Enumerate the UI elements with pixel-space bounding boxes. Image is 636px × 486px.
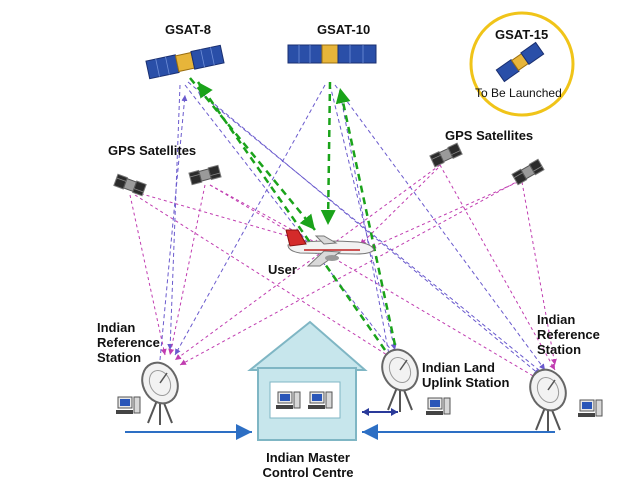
green-gsat8-user <box>189 77 316 231</box>
link-gsat8-ref-left <box>167 84 181 351</box>
label-uplink-station: Indian Land Uplink Station <box>422 360 510 390</box>
uplink-ref-left-gsat8 <box>159 94 188 361</box>
uplink-station-gsat10 <box>338 91 391 361</box>
link-master-uplink-head-right <box>391 408 398 416</box>
gps-satellite-1 <box>113 173 147 197</box>
master-computer-1 <box>275 391 301 410</box>
master-control-building <box>247 320 368 441</box>
label-to-be-launched: To Be Launched <box>475 86 562 100</box>
link-gps2-ref-right <box>209 184 541 381</box>
label-user: User <box>268 262 297 277</box>
uplink-computer <box>425 397 451 416</box>
gsat15-badge <box>469 11 575 117</box>
link-gsat8-ref-right <box>187 81 541 376</box>
green-links <box>189 77 397 351</box>
master-computer-2 <box>307 391 333 410</box>
label-ref-right: Indian Reference Station <box>537 312 600 357</box>
label-gps-left: GPS Satellites <box>108 143 197 158</box>
label-gsat8: GSAT-8 <box>165 22 211 37</box>
ref-left-dish <box>134 355 186 426</box>
gsat8-satellite <box>145 44 225 80</box>
link-gps4-user <box>369 181 519 249</box>
gsat10-satellite <box>287 44 377 64</box>
label-gps-right: GPS Satellites <box>445 128 534 143</box>
gps-satellite-3 <box>429 142 463 168</box>
ref-right-dish <box>522 362 574 433</box>
gps-satellite-2 <box>188 164 222 186</box>
ref-left-computer <box>115 396 141 415</box>
user-aircraft <box>285 229 375 267</box>
label-gsat10: GSAT-10 <box>317 22 371 37</box>
ref-right-computer <box>577 399 603 418</box>
uplink-ref-right-gsat8 <box>197 91 546 376</box>
link-gps2-ref-left <box>168 184 206 356</box>
gps-links <box>129 164 557 381</box>
ground-uplinks <box>159 91 546 376</box>
label-ref-left: Indian Reference Station <box>97 320 160 365</box>
link-gps2-user <box>209 184 321 246</box>
uplink-dish <box>374 342 426 413</box>
label-master-centre: Indian Master Control Centre <box>262 450 354 480</box>
link-gps4-ref-right <box>521 181 557 366</box>
link-gsat10-ref-left <box>174 84 326 356</box>
link-gsat8-uplink <box>184 84 396 356</box>
green-uplink-gsat8 <box>196 81 387 351</box>
link-master-uplink-head-left <box>362 408 369 416</box>
link-gps3-user <box>359 167 439 246</box>
gsat-downlinks <box>167 81 546 376</box>
gsat15-satellite <box>495 41 545 83</box>
label-gsat15: GSAT-15 <box>495 27 549 42</box>
gps-satellite-4 <box>511 158 545 186</box>
green-uplink-gsat10 <box>335 87 397 346</box>
link-gsat10-ref-right <box>334 84 546 371</box>
link-gsat10-uplink <box>329 84 397 351</box>
link-gps3-ref-left <box>174 164 441 361</box>
green-gsat10-user <box>320 81 336 226</box>
link-gps4-ref-left <box>179 179 521 366</box>
